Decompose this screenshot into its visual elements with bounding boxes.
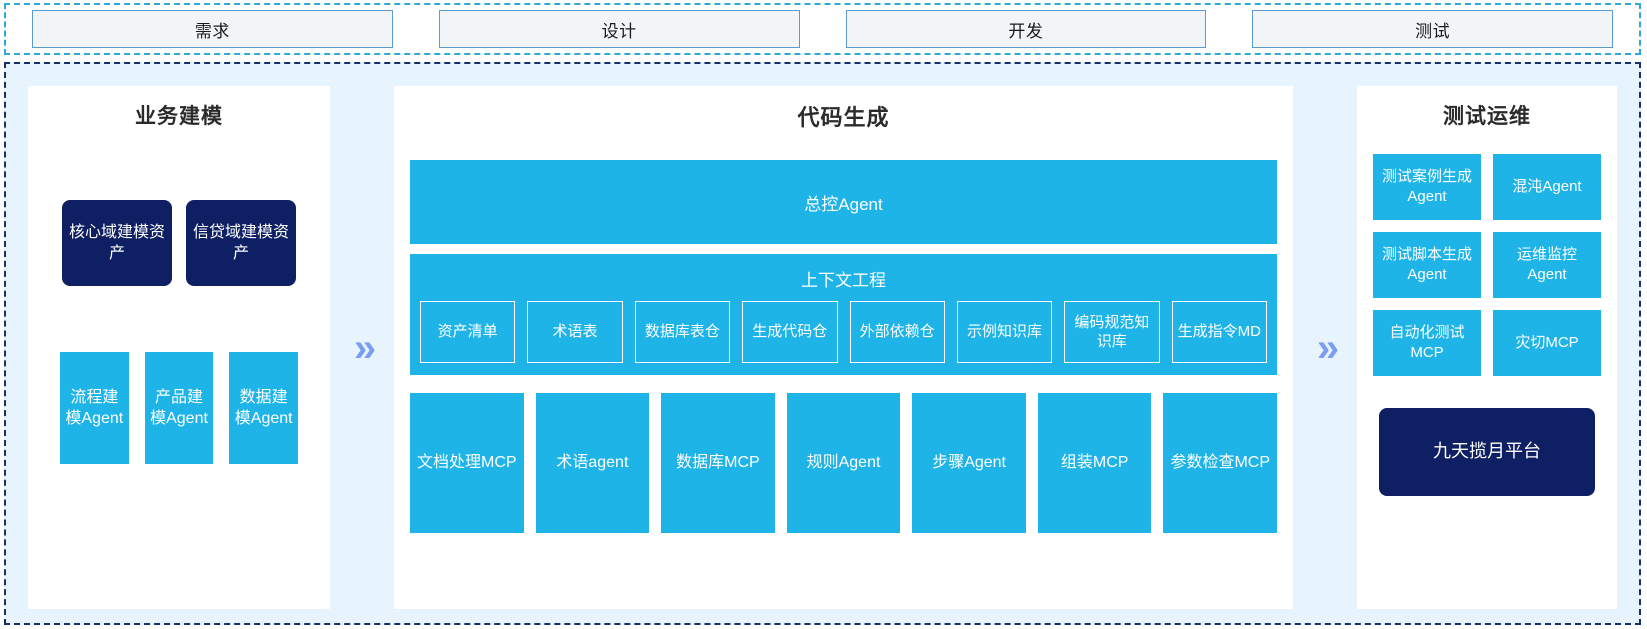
tool-card-database-mcp[interactable]: 数据库MCP xyxy=(661,393,775,533)
tool-label: 规则Agent xyxy=(806,454,881,472)
tool-card-rule-agent[interactable]: 规则Agent xyxy=(786,393,901,533)
context-engineering-title: 上下文工程 xyxy=(801,271,886,290)
panel-code-generation: 代码生成 总控Agent 上下文工程 资产清单 术语表 数据库表仓 xyxy=(394,86,1293,609)
context-item-label: 术语表 xyxy=(552,323,598,341)
chevron-right-icon-left: » xyxy=(330,86,394,609)
context-item-label: 资产清单 xyxy=(437,323,498,341)
tool-label: 步骤Agent xyxy=(932,454,1007,472)
agent-card-process-modeling[interactable]: 流程建模Agent xyxy=(60,352,129,464)
platform-card-wrapper: 九天揽月平台 xyxy=(1373,408,1601,496)
master-agent-label: 总控Agent xyxy=(804,194,883,214)
tool-label: 参数检查MCP xyxy=(1170,454,1271,472)
ops-card-disaster-switch-mcp[interactable]: 灾切MCP xyxy=(1493,310,1601,376)
tool-label: 文档处理MCP xyxy=(417,454,517,472)
tool-card-glossary-agent[interactable]: 术语agent xyxy=(535,393,650,533)
context-item-coding-standard-kb[interactable]: 编码规范知识库 xyxy=(1064,301,1160,363)
context-item-label: 生成代码仓 xyxy=(752,323,828,341)
context-item-generated-code-repo[interactable]: 生成代码仓 xyxy=(742,301,838,363)
panel-title: 测试运维 xyxy=(1443,105,1531,128)
panel-test-operations: 测试运维 测试案例生成Agent 混沌Agent 测试脚本生成Agent 运维监… xyxy=(1357,86,1617,609)
chevron-right-icon-right: » xyxy=(1293,86,1357,609)
context-item-external-dependency-repo[interactable]: 外部依赖仓 xyxy=(849,301,945,363)
asset-label: 信贷域建模资产 xyxy=(192,223,289,262)
phase-label: 需求 xyxy=(194,21,230,41)
phase-box-development[interactable]: 开发 xyxy=(845,10,1207,48)
tool-card-assembly-mcp[interactable]: 组装MCP xyxy=(1037,393,1152,533)
tool-card-document-processing-mcp[interactable]: 文档处理MCP xyxy=(410,393,524,533)
panel-business-modeling: 业务建模 核心域建模资产 信贷域建模资产 流程建模Agent 产品建模Agent… xyxy=(28,86,330,609)
asset-label: 核心域建模资产 xyxy=(68,223,165,262)
phase-box-requirements[interactable]: 需求 xyxy=(32,10,393,48)
chevron-glyph: » xyxy=(1316,325,1339,370)
ops-card-test-case-generation-agent[interactable]: 测试案例生成Agent xyxy=(1373,154,1481,220)
tool-card-parameter-check-mcp[interactable]: 参数检查MCP xyxy=(1163,393,1278,533)
phase-label: 设计 xyxy=(601,21,637,41)
agent-card-product-modeling[interactable]: 产品建模Agent xyxy=(144,352,214,464)
context-item-label: 示例知识库 xyxy=(967,323,1043,341)
ops-label: 灾切MCP xyxy=(1515,334,1579,352)
phase-box-testing[interactable]: 测试 xyxy=(1252,10,1613,48)
context-item-label: 编码规范知识库 xyxy=(1074,313,1150,350)
ops-card-automated-test-mcp[interactable]: 自动化测试MCP xyxy=(1373,310,1481,376)
phase-box-design[interactable]: 设计 xyxy=(438,10,800,48)
tool-label: 数据库MCP xyxy=(676,454,760,472)
phase-label: 测试 xyxy=(1415,21,1451,41)
tool-card-step-agent[interactable]: 步骤Agent xyxy=(912,393,1026,533)
business-assets-row: 核心域建模资产 信贷域建模资产 xyxy=(44,200,314,286)
business-agents-row: 流程建模Agent 产品建模Agent 数据建模Agent xyxy=(44,352,314,464)
master-agent-banner[interactable]: 总控Agent xyxy=(410,160,1277,244)
tools-row: 文档处理MCP 术语agent 数据库MCP 规则Agent 步骤Agent 组… xyxy=(410,393,1278,533)
agent-card-data-modeling[interactable]: 数据建模Agent xyxy=(229,352,299,464)
ops-card-test-script-generation-agent[interactable]: 测试脚本生成Agent xyxy=(1373,232,1481,298)
platform-label: 九天揽月平台 xyxy=(1433,441,1541,462)
context-items-row: 资产清单 术语表 数据库表仓 生成代码仓 外部依赖仓 示例知 xyxy=(420,301,1267,363)
context-item-asset-inventory[interactable]: 资产清单 xyxy=(420,301,516,363)
ops-label: 运维监控Agent xyxy=(1516,246,1577,283)
chevron-glyph: » xyxy=(353,325,376,370)
agent-label: 流程建模Agent xyxy=(65,388,124,427)
tool-label: 术语agent xyxy=(556,454,629,472)
ops-label: 测试案例生成Agent xyxy=(1381,168,1472,205)
main-area: 业务建模 核心域建模资产 信贷域建模资产 流程建模Agent 产品建模Agent… xyxy=(4,62,1641,625)
agent-label: 产品建模Agent xyxy=(150,388,208,427)
context-item-glossary[interactable]: 术语表 xyxy=(527,301,623,363)
ops-label: 自动化测试MCP xyxy=(1389,324,1465,361)
asset-card-core-domain[interactable]: 核心域建模资产 xyxy=(62,200,172,286)
ops-label: 测试脚本生成Agent xyxy=(1381,246,1472,283)
phase-label: 开发 xyxy=(1008,21,1044,41)
context-item-db-table-repo[interactable]: 数据库表仓 xyxy=(634,301,731,363)
panel-title: 业务建模 xyxy=(135,105,223,128)
context-item-label: 数据库表仓 xyxy=(644,323,720,341)
context-item-example-knowledge-base[interactable]: 示例知识库 xyxy=(956,301,1053,363)
phase-strip: 需求 设计 开发 测试 xyxy=(4,3,1641,55)
ops-card-ops-monitoring-agent[interactable]: 运维监控Agent xyxy=(1493,232,1601,298)
context-item-label: 生成指令MD xyxy=(1177,323,1261,341)
platform-card-jiutian-lanyue[interactable]: 九天揽月平台 xyxy=(1379,408,1595,496)
context-engineering-block: 上下文工程 资产清单 术语表 数据库表仓 生成代码仓 外部依赖仓 xyxy=(410,254,1277,375)
tool-label: 组装MCP xyxy=(1060,454,1129,472)
ops-card-chaos-agent[interactable]: 混沌Agent xyxy=(1493,154,1601,220)
asset-card-credit-domain[interactable]: 信贷域建模资产 xyxy=(186,200,296,286)
agent-label: 数据建模Agent xyxy=(234,388,293,427)
test-ops-grid: 测试案例生成Agent 混沌Agent 测试脚本生成Agent 运维监控Agen… xyxy=(1373,154,1601,376)
context-item-label: 外部依赖仓 xyxy=(859,323,935,341)
panel-title: 代码生成 xyxy=(797,105,890,130)
ops-label: 混沌Agent xyxy=(1512,178,1582,196)
context-item-generation-instruction-md[interactable]: 生成指令MD xyxy=(1171,301,1267,363)
